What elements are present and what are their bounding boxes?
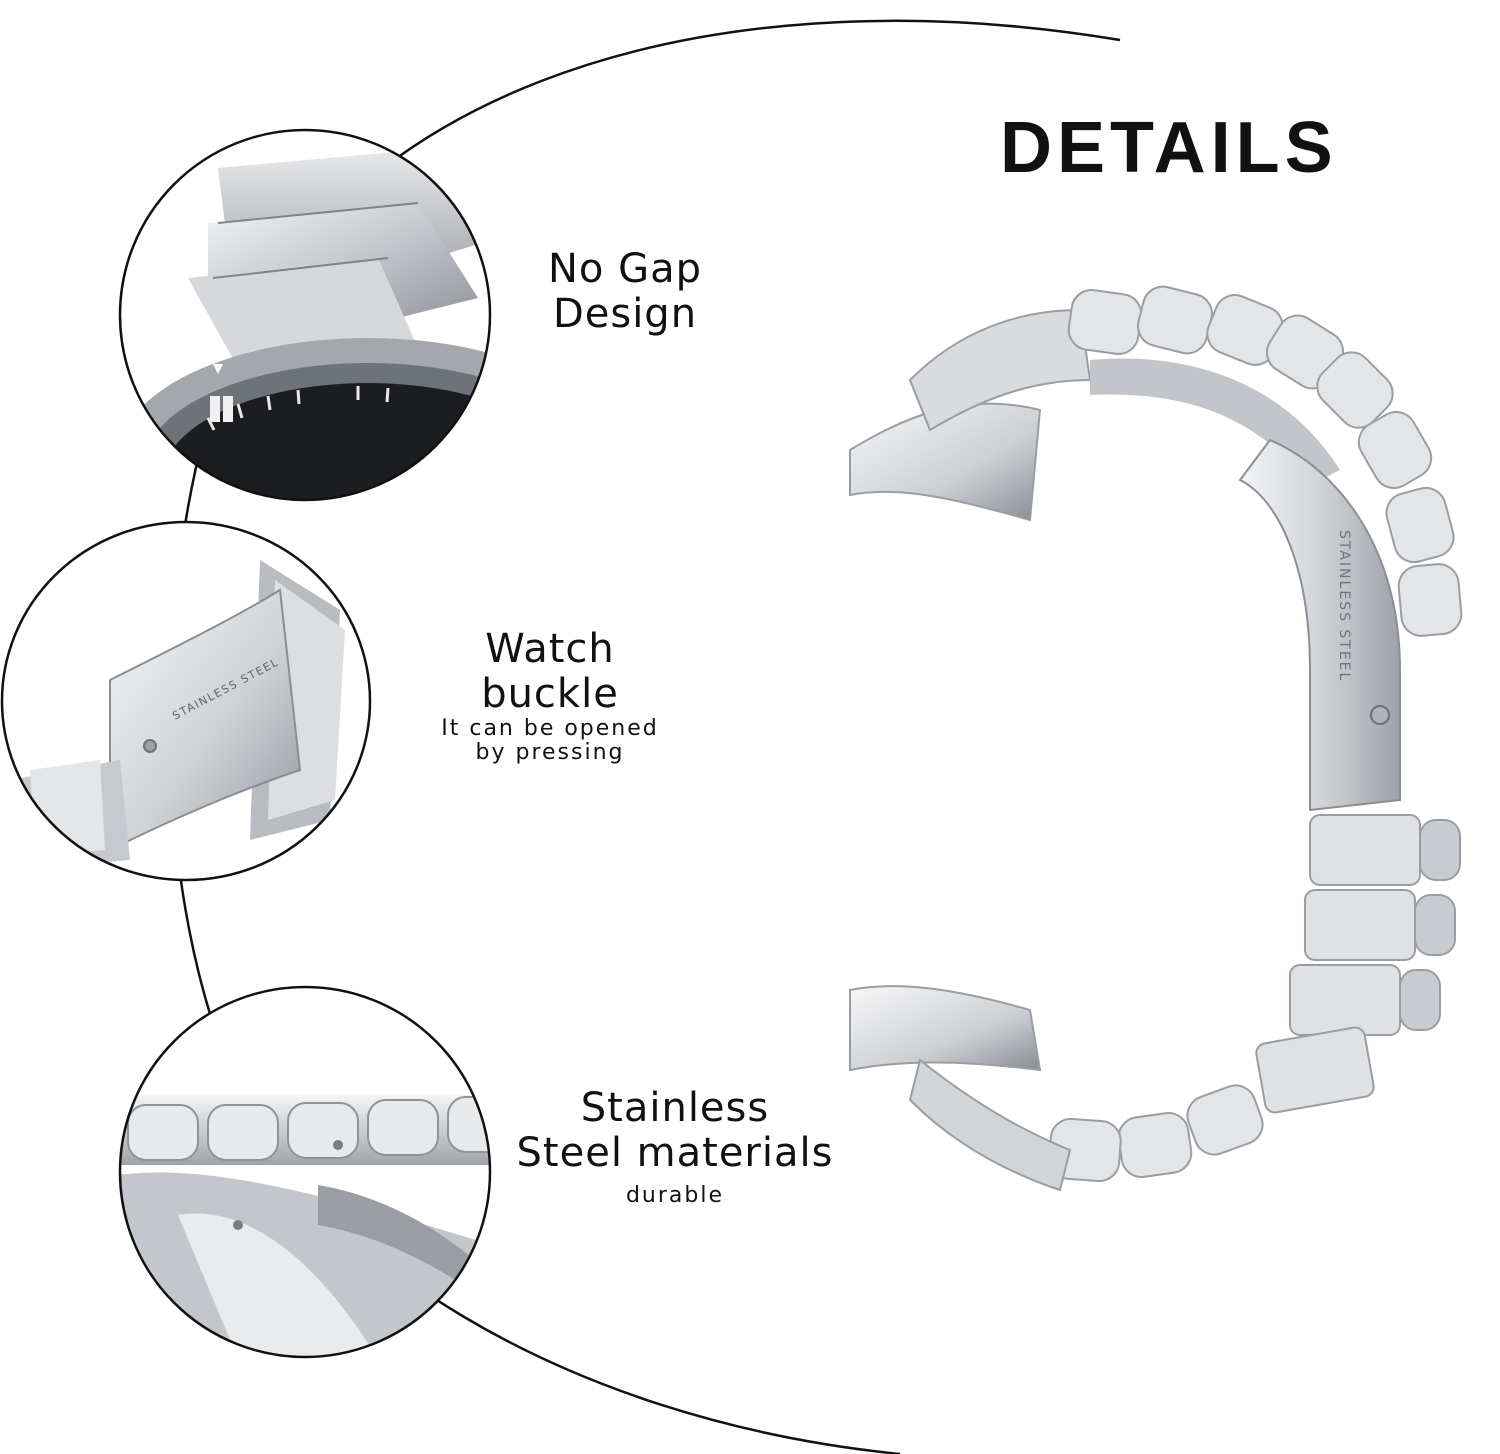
feature-stainless-line2: Steel materials: [516, 1129, 834, 1176]
feature-no-gap: No Gap Design: [500, 247, 750, 337]
page-title: DETAILS: [1000, 108, 1338, 188]
zoom-circle-stainless: [118, 985, 492, 1359]
feature-stainless-sub: durable: [625, 1182, 725, 1208]
zoom-circle-no-gap: [118, 128, 492, 502]
watch-band-image: STAINLESS STEEL: [849, 285, 1463, 1192]
feature-no-gap-line2: Design: [552, 290, 698, 337]
links-closeup-image: [118, 985, 492, 1359]
watch-band-closeup-image: [118, 128, 492, 502]
feature-buckle: Watch buckle It can be opened by pressin…: [400, 627, 700, 765]
zoom-circle-buckle: STAINLESS STEEL: [0, 520, 372, 882]
feature-stainless: Stainless Steel materials durable: [495, 1086, 855, 1208]
feature-no-gap-line1: No Gap: [547, 246, 702, 292]
feature-stainless-line1: Stainless: [580, 1085, 770, 1131]
feature-buckle-line2: buckle: [481, 670, 619, 717]
feature-buckle-line1: Watch: [485, 626, 615, 672]
clasp-engraving: STAINLESS STEEL: [1336, 530, 1352, 682]
feature-buckle-sub-line2: by pressing: [475, 739, 625, 765]
buckle-closeup-image: STAINLESS STEEL: [0, 520, 372, 882]
feature-buckle-sub-line1: It can be opened: [441, 715, 659, 741]
